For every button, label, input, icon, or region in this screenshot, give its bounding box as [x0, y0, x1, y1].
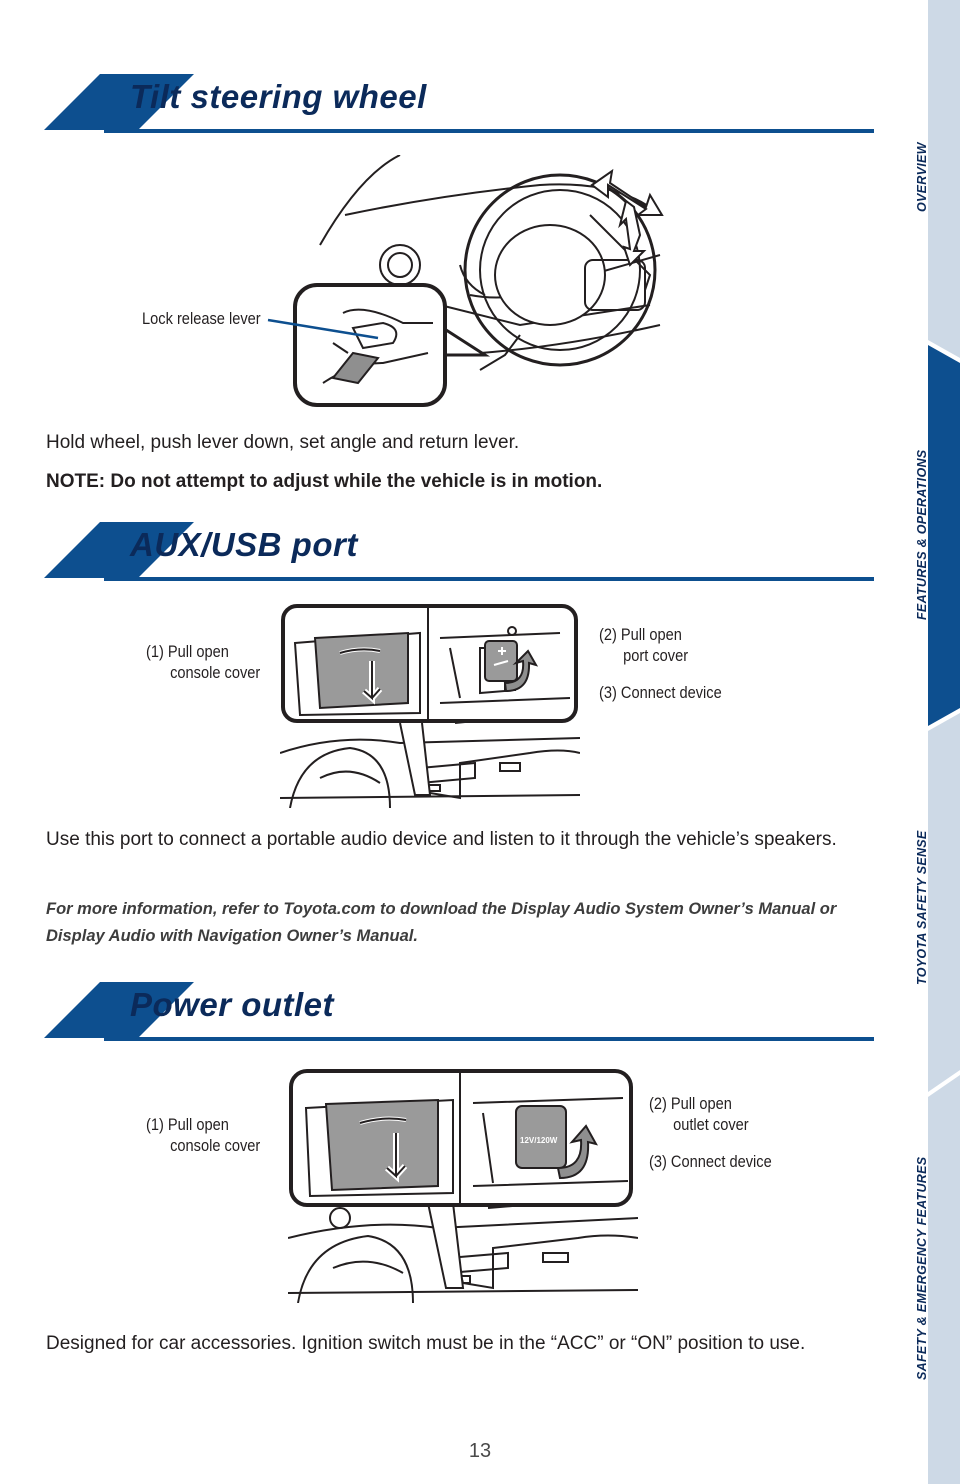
power-step-2-line-1: (2) Pull open [649, 1094, 732, 1113]
lock-release-lever-inset [293, 283, 493, 409]
header-rule [104, 129, 874, 133]
aux-step-1-label: (1) Pull open console cover [146, 641, 260, 683]
power-section-header: Power outlet [44, 982, 874, 1042]
sidebar-background [928, 0, 960, 1484]
aux-step-2-label: (2) Pull open port cover [599, 624, 688, 666]
power-section-title: Power outlet [130, 986, 335, 1023]
aux-step-2-line-2: port cover [623, 646, 689, 665]
tilt-note: NOTE: Do not attempt to adjust while the… [46, 471, 603, 492]
tilt-section-header: Tilt steering wheel [44, 74, 874, 134]
tilt-section-title: Tilt steering wheel [130, 78, 427, 115]
aux-step-2-line-1: (2) Pull open [599, 625, 682, 644]
steering-wheel-illustration [290, 155, 670, 410]
aux-body-text: Use this port to connect a portable audi… [46, 829, 837, 850]
power-step-2-line-2: outlet cover [673, 1115, 749, 1134]
power-step-3-label: (3) Connect device [649, 1152, 772, 1171]
power-step-1-line-2: console cover [170, 1136, 261, 1155]
page-number: 13 [468, 1440, 492, 1462]
aux-info-text: For more information, refer to Toyota.co… [46, 900, 837, 945]
aux-section-title: AUX/USB port [130, 526, 358, 563]
aux-section-header: AUX/USB port [44, 522, 874, 582]
power-body-text: Designed for car accessories. Ignition s… [46, 1333, 806, 1354]
aux-port-illustration [280, 603, 580, 808]
aux-step-1-line-2: console cover [170, 663, 261, 682]
callout-line [267, 318, 379, 340]
power-step-1-line-1: (1) Pull open [146, 1115, 229, 1134]
tilt-body-text: Hold wheel, push lever down, set angle a… [46, 432, 520, 453]
section-nav-sidebar [928, 0, 960, 1484]
power-step-1-label: (1) Pull open console cover [146, 1114, 260, 1156]
power-outlet-illustration: 12V/120W [288, 1068, 638, 1303]
header-rule [104, 1037, 874, 1041]
aux-step-1-line-1: (1) Pull open [146, 642, 229, 661]
lock-release-lever-label: Lock release lever [142, 309, 261, 328]
outlet-rating-marking: 12V/120W [520, 1136, 558, 1145]
power-step-2-label: (2) Pull open outlet cover [649, 1093, 749, 1135]
header-rule [104, 577, 874, 581]
aux-step-3-label: (3) Connect device [599, 683, 722, 702]
